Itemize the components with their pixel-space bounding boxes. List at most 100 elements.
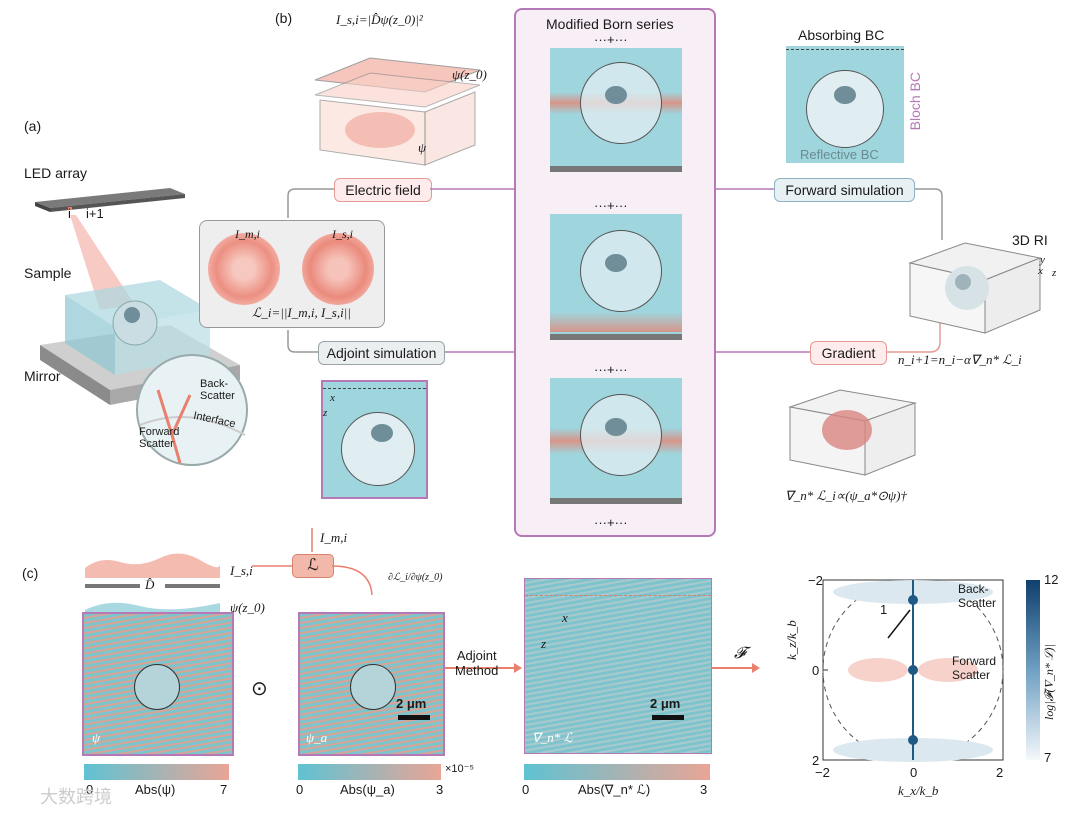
forward-scatter-label: Forward Scatter xyxy=(139,426,180,450)
sample-label: Sample xyxy=(24,265,72,281)
dL-dpsi-label: ∂ℒ_i/∂ψ(z_0) xyxy=(388,572,443,583)
cbar2-scale: ×10⁻⁵ xyxy=(445,763,475,775)
mirror-label: Mirror xyxy=(24,368,61,384)
cbar2-min: 0 xyxy=(296,782,304,797)
born-dots-2: ···+··· xyxy=(594,198,628,213)
born-dots-3: ···+··· xyxy=(594,362,628,377)
scale-label-2: 2 μm xyxy=(650,696,681,711)
gradient-field-map xyxy=(524,578,712,754)
grad-map-label: ∇_n* ℒ xyxy=(532,730,573,745)
cbar1-min: 0 xyxy=(86,782,94,797)
k-xtick-right: 2 xyxy=(996,765,1004,780)
field-volume-illustration xyxy=(314,57,481,166)
cbar3-min: 0 xyxy=(522,782,530,797)
k-ytick-mid: 0 xyxy=(812,663,820,678)
I-s-label: I_s,i xyxy=(332,227,353,241)
psi-z0-label: ψ(z_0) xyxy=(452,67,487,82)
born-series-box: Modified Born series ···+··· ···+··· ···… xyxy=(514,8,716,537)
panel-c-label: (c) xyxy=(22,565,39,581)
k-ylabel: k_z/k_b xyxy=(784,620,799,660)
k-forward-scatter-label: Forward Scatter xyxy=(952,654,997,682)
reflective-bc-label: Reflective BC xyxy=(800,147,879,162)
k-back-scatter-label: Back- Scatter xyxy=(958,582,997,610)
led-i1-label: i+1 xyxy=(86,206,104,221)
back-scatter-label: Back- Scatter xyxy=(200,378,235,402)
intensity-compare-box: I_m,i I_s,i ℒ_i=||I_m,i, I_s,i|| xyxy=(199,220,385,328)
cbar1-max: 7 xyxy=(220,782,228,797)
born-cell-2 xyxy=(550,214,682,334)
adjoint-axis-z: z xyxy=(323,407,328,419)
cbar1-label: Abs(ψ) xyxy=(135,782,176,797)
scale-bar-1 xyxy=(398,715,430,720)
cbar3-label: Abs(∇_n* ℒ) xyxy=(578,782,651,797)
colorbar-psi xyxy=(84,764,229,780)
measured-intensity-image xyxy=(208,233,280,305)
k-ytick-bot: 2 xyxy=(812,753,820,768)
ri-volume-illustration xyxy=(908,242,1042,334)
k-ytick-top: −2 xyxy=(808,573,823,588)
c-I-s-label: I_s,i xyxy=(230,563,253,578)
absorbing-bc-label: Absorbing BC xyxy=(798,27,885,43)
psi-a-field-map xyxy=(298,612,445,756)
k-xtick-left: −2 xyxy=(815,765,830,780)
gradient-volume-illustration xyxy=(788,389,917,476)
k-xlabel: k_x/k_b xyxy=(898,783,939,798)
forward-simulation-pill: Forward simulation xyxy=(774,178,915,202)
ri-axis-x: x xyxy=(1038,265,1043,277)
c-I-m-label: I_m,i xyxy=(320,530,348,545)
k-cbar-label: log|𝓕(∇_n* ℒ)| xyxy=(1042,644,1056,720)
born-dots-1: ···+··· xyxy=(594,32,628,47)
ri-3d-label: 3D RI xyxy=(1012,232,1048,248)
cbar2-label: Abs(ψ_a) xyxy=(340,782,395,797)
colorbar-psi-a xyxy=(298,764,441,780)
cbar3-max: 3 xyxy=(700,782,708,797)
psi-a-map-label: ψ_a xyxy=(306,730,328,745)
scale-bar-2 xyxy=(652,715,684,720)
k-space-plot xyxy=(822,579,1004,762)
I-m-label: I_m,i xyxy=(235,227,260,241)
k-radius-label: 1 xyxy=(880,602,888,617)
born-series-title: Modified Born series xyxy=(546,16,674,32)
k-xtick-mid: 0 xyxy=(910,765,918,780)
odot-symbol: ⊙ xyxy=(251,678,268,700)
simulated-intensity-image xyxy=(302,233,374,305)
c-axis-z: z xyxy=(541,636,547,651)
born-cell-1 xyxy=(550,48,682,166)
gradient-equation: ∇_n* ℒ_i∝(ψ_a*⊙ψ)† xyxy=(785,488,907,503)
adjoint-axis-x: x xyxy=(330,392,335,404)
update-equation: n_i+1=n_i−α∇_n* ℒ_i xyxy=(898,352,1022,367)
cell-nucleus xyxy=(371,424,393,442)
electric-field-pill: Electric field xyxy=(334,178,432,202)
led-i-label: i xyxy=(68,206,71,221)
panel-b-label: (b) xyxy=(275,10,293,26)
D-hat-label: D̂ xyxy=(145,577,155,592)
c-psi-z0-label: ψ(z_0) xyxy=(230,600,265,615)
colorbar-gradient xyxy=(524,764,710,780)
k-cbar-min: 7 xyxy=(1044,750,1052,765)
cbar2-max: 3 xyxy=(436,782,444,797)
ri-axis-z: z xyxy=(1052,267,1057,279)
intensity-equation: I_s,i=|D̂ψ(z_0)|² xyxy=(336,12,423,27)
c-axis-x: x xyxy=(562,610,568,625)
adjoint-simulation-pill: Adjoint simulation xyxy=(318,341,445,365)
led-array-label: LED array xyxy=(24,165,88,181)
k-cbar-max: 12 xyxy=(1044,572,1059,587)
psi-label: ψ xyxy=(418,140,427,155)
born-dots-4: ···+··· xyxy=(594,515,628,530)
psi-map-label: ψ xyxy=(92,730,101,745)
loss-equation: ℒ_i=||I_m,i, I_s,i|| xyxy=(252,305,351,320)
ri-axis-y: y xyxy=(1040,254,1045,266)
scale-label-1: 2 μm xyxy=(396,696,427,711)
adjoint-method-label: Adjoint Method xyxy=(455,648,499,678)
panel-a-label: (a) xyxy=(24,118,42,134)
bc-cell-image xyxy=(786,46,904,163)
k-colorbar xyxy=(1026,580,1040,760)
led-array-illustration xyxy=(35,188,185,212)
fourier-label: 𝓕 xyxy=(734,645,746,662)
born-cell-3 xyxy=(550,378,682,498)
watermark: 大数跨境 xyxy=(40,787,112,807)
psi-field-map xyxy=(82,612,234,756)
gradient-pill: Gradient xyxy=(810,341,887,365)
